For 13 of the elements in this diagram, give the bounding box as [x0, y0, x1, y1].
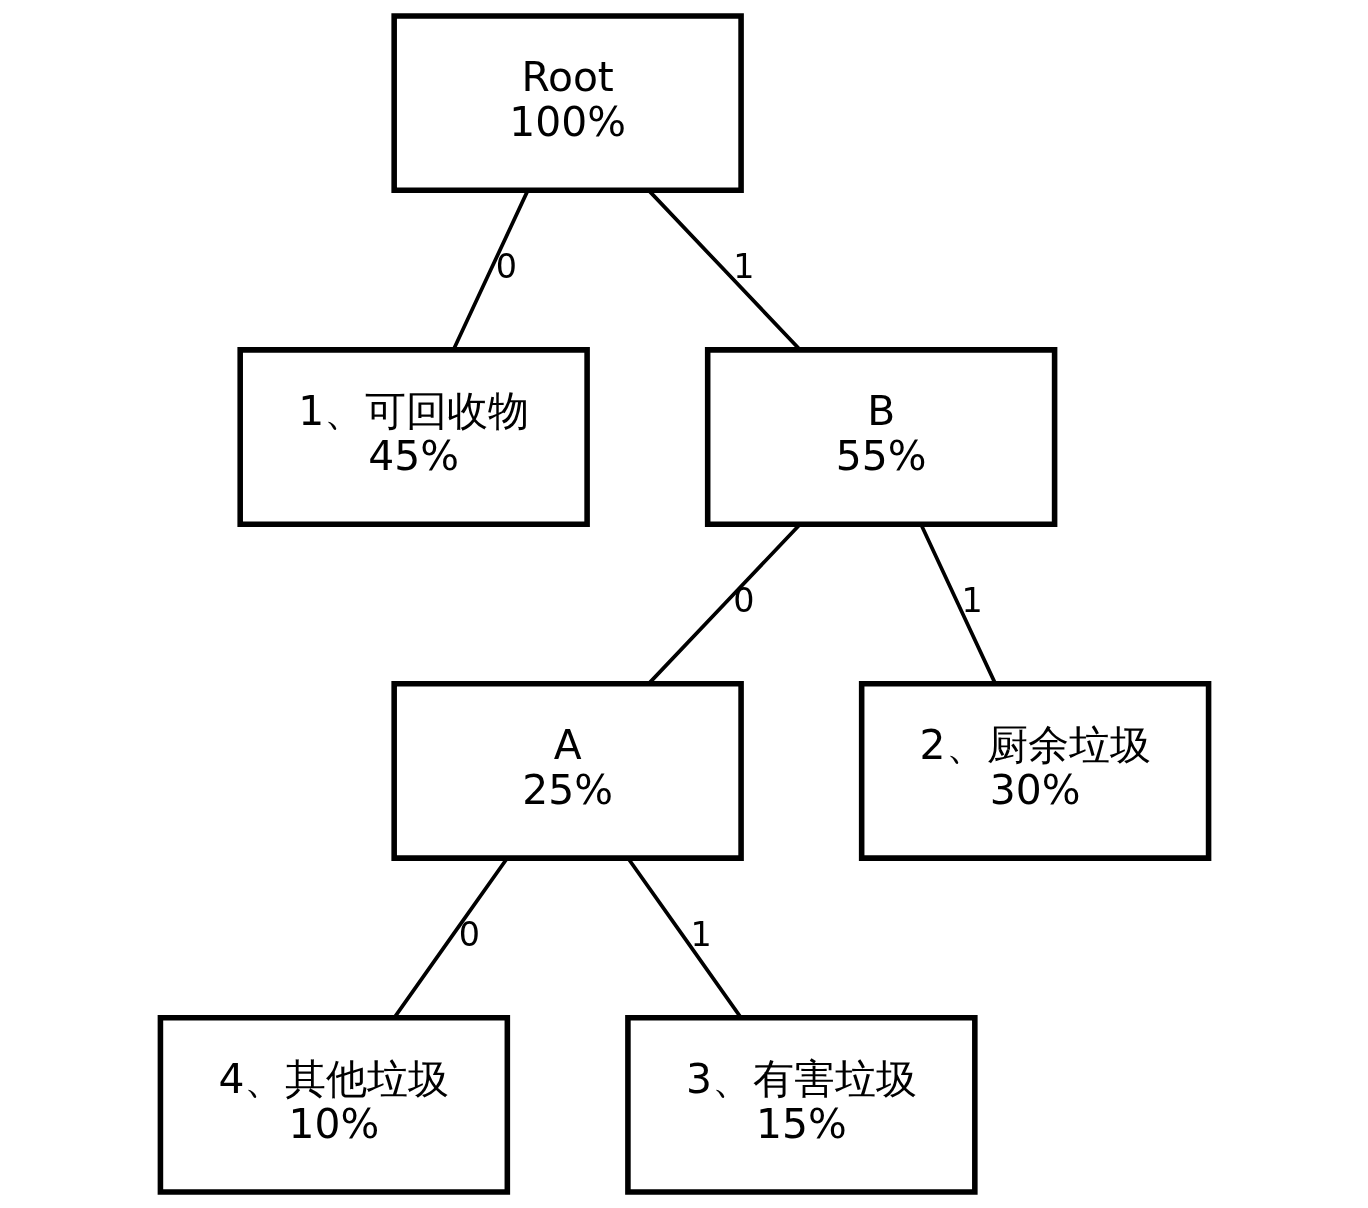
node-box: 3、有害垃圾 15%: [624, 1014, 978, 1195]
node-box: 2、厨余垃圾 30%: [858, 681, 1211, 861]
edge-label: 0: [458, 915, 480, 955]
edge-label: 0: [732, 581, 754, 621]
node-box: B 55%: [704, 347, 1057, 527]
edge-label: 1: [960, 581, 983, 621]
edge-label: 0: [495, 247, 517, 287]
node-box: 4、其他垃圾 10%: [157, 1014, 510, 1195]
node-box: A 25%: [390, 681, 744, 861]
node-box: 1、可回收物 45%: [236, 347, 590, 527]
edge-label: 1: [732, 247, 754, 287]
node-box: Root 100%: [390, 13, 744, 194]
edge-label: 1: [690, 915, 712, 955]
